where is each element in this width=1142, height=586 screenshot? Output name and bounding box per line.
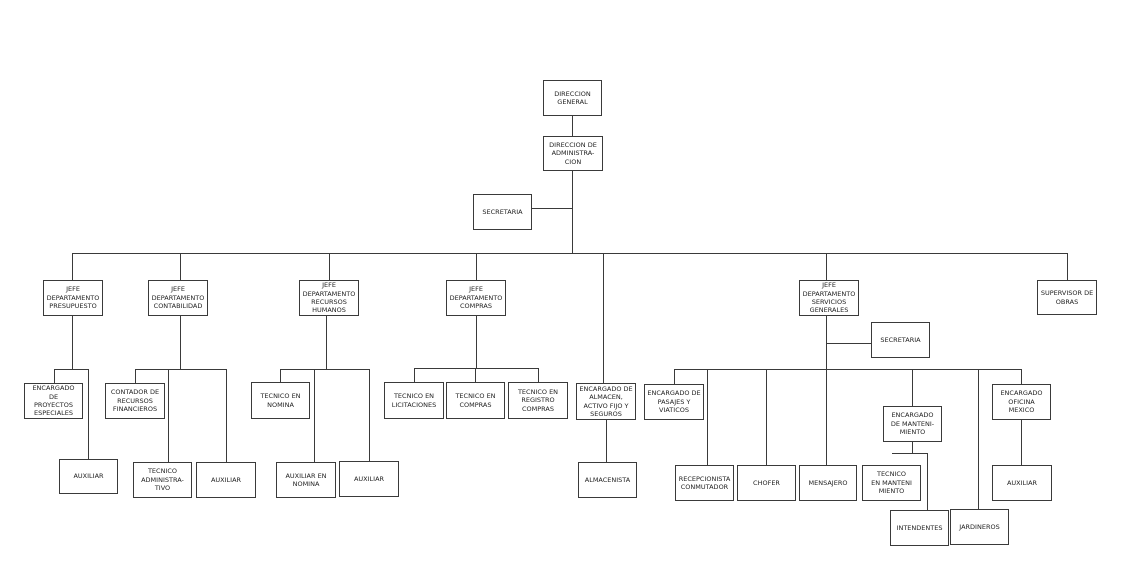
connector-line — [603, 253, 604, 384]
connector-line — [54, 369, 89, 370]
connector-line — [538, 368, 539, 382]
contador-recursos-box: CONTADOR DE RECURSOS FINANCIEROS — [105, 383, 165, 419]
jefe-servicios-generales-box: JEFE DEPARTAMENTO SERVICIOS GENERALES — [799, 280, 859, 316]
connector-line — [88, 369, 89, 459]
encargado-mantenimiento-box: ENCARGADO DE MANTENI- MIENTO — [883, 406, 942, 442]
connector-line — [826, 315, 827, 465]
intendentes-box: INTENDENTES — [890, 510, 949, 546]
jefe-contabilidad-box: JEFE DEPARTAMENTO CONTABILIDAD — [148, 280, 208, 316]
connector-line — [180, 315, 181, 370]
connector-line — [135, 369, 136, 383]
connector-line — [414, 368, 539, 369]
connector-line — [475, 368, 476, 382]
tecnico-nomina-box: TECNICO EN NOMINA — [251, 382, 310, 419]
connector-line — [72, 253, 73, 280]
connector-line — [135, 369, 227, 370]
connector-line — [978, 369, 979, 509]
connector-line — [912, 369, 913, 406]
tecnico-administrativo-box: TECNICO ADMINISTRA- TIVO — [133, 462, 192, 498]
encargado-pasajes-box: ENCARGADO DE PASAJES Y VIATICOS — [644, 384, 704, 420]
auxiliar-nomina-box: AUXILIAR EN NOMINA — [276, 462, 336, 498]
connector-line — [476, 315, 477, 369]
connector-line — [414, 368, 415, 382]
connector-line — [54, 369, 55, 383]
connector-line — [674, 369, 675, 384]
connector-line — [280, 369, 370, 370]
connector-line — [1021, 419, 1022, 465]
connector-line — [927, 453, 928, 510]
tecnico-compras-box: TECNICO EN COMPRAS — [446, 382, 505, 419]
connector-line — [1021, 369, 1022, 384]
connector-line — [72, 253, 1067, 254]
connector-line — [180, 253, 181, 280]
auxiliar-mexico-box: AUXILIAR — [992, 465, 1052, 501]
connector-line — [226, 369, 227, 462]
tecnico-mantenimiento-box: TECNICO EN MANTENI MIENTO — [862, 465, 921, 501]
connector-line — [326, 315, 327, 370]
jefe-compras-box: JEFE DEPARTAMENTO COMPRAS — [446, 280, 506, 316]
recepcionista-box: RECEPCIONISTA CONMUTADOR — [675, 465, 734, 501]
connector-line — [168, 369, 169, 462]
encargado-oficina-mexico-box: ENCARGADO OFICINA MEXICO — [992, 384, 1051, 420]
connector-line — [314, 369, 315, 462]
encargado-almacen-box: ENCARGADO DE ALMACEN, ACTIVO FIJO Y SEGU… — [576, 383, 636, 420]
connector-line — [329, 253, 330, 280]
mensajero-box: MENSAJERO — [799, 465, 857, 501]
tecnico-registro-compras-box: TECNICO EN REGISTRO COMPRAS — [508, 382, 568, 419]
jardineros-box: JARDINEROS — [950, 509, 1009, 545]
connector-line — [476, 253, 477, 280]
connector-line — [369, 369, 370, 461]
connector-line — [280, 369, 281, 382]
auxiliar-rh-box: AUXILIAR — [339, 461, 399, 497]
chofer-box: CHOFER — [737, 465, 796, 501]
connector-line — [826, 253, 827, 280]
secretaria-servicios-box: SECRETARIA — [871, 322, 930, 358]
tecnico-licitaciones-box: TECNICO EN LICITACIONES — [384, 382, 444, 419]
connector-line — [572, 170, 573, 253]
direccion-general-box: DIRECCION GENERAL — [543, 80, 602, 116]
almacenista-box: ALMACENISTA — [578, 462, 637, 498]
direccion-administracion-box: DIRECCION DE ADMINISTRA- CION — [543, 136, 603, 171]
supervisor-obras-box: SUPERVISOR DE OBRAS — [1037, 280, 1097, 315]
auxiliar-contabilidad-box: AUXILIAR — [196, 462, 256, 498]
connector-line — [1067, 253, 1068, 280]
connector-line — [572, 115, 573, 136]
connector-line — [707, 369, 708, 465]
connector-line — [766, 369, 767, 465]
auxiliar-presupuesto-box: AUXILIAR — [59, 459, 118, 494]
encargado-proyectos-box: ENCARGADO DE PROYECTOS ESPECIALES — [24, 383, 83, 419]
connector-line — [912, 441, 913, 453]
connector-line — [72, 315, 73, 370]
jefe-presupuesto-box: JEFE DEPARTAMENTO PRESUPUESTO — [43, 280, 103, 316]
secretaria-admin-box: SECRETARIA — [473, 194, 532, 230]
connector-line — [892, 453, 928, 454]
connector-line — [531, 208, 573, 209]
connector-line — [606, 419, 607, 462]
jefe-recursos-humanos-box: JEFE DEPARTAMENTO RECURSOS HUMANOS — [299, 280, 359, 316]
connector-line — [826, 343, 872, 344]
connector-line — [674, 369, 1022, 370]
